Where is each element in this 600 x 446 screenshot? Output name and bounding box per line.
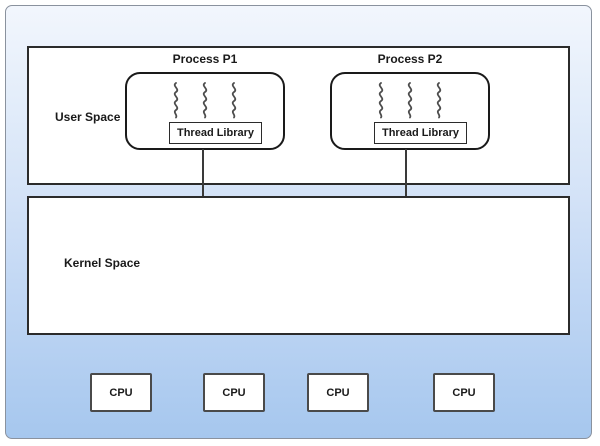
cpu-box: CPU bbox=[90, 373, 152, 412]
thread-library-box: Thread Library bbox=[374, 122, 467, 144]
process-p1-box: Thread Library bbox=[125, 72, 285, 150]
kernel-space-panel bbox=[27, 196, 570, 335]
process-p2-box: Thread Library bbox=[330, 72, 490, 150]
process-p1-label: Process P1 bbox=[172, 52, 238, 66]
thread-squiggle-icon bbox=[407, 82, 413, 119]
kernel-space-label: Kernel Space bbox=[64, 256, 141, 270]
thread-squiggle-icon bbox=[202, 82, 208, 119]
thread-squiggle-icon bbox=[378, 82, 384, 119]
cpu-box: CPU bbox=[203, 373, 265, 412]
user-space-label: User Space bbox=[55, 110, 121, 124]
cpu-box: CPU bbox=[433, 373, 495, 412]
cpu-box: CPU bbox=[307, 373, 369, 412]
thread-squiggle-icon bbox=[231, 82, 237, 119]
connector-line-p2 bbox=[405, 149, 407, 219]
process-p2-label: Process P2 bbox=[377, 52, 443, 66]
connector-line-p1 bbox=[202, 149, 204, 219]
thread-squiggle-icon bbox=[436, 82, 442, 119]
thread-squiggle-icon bbox=[173, 82, 179, 119]
thread-squiggles-group bbox=[332, 81, 488, 119]
thread-library-box: Thread Library bbox=[169, 122, 262, 144]
thread-squiggles-group bbox=[127, 81, 283, 119]
